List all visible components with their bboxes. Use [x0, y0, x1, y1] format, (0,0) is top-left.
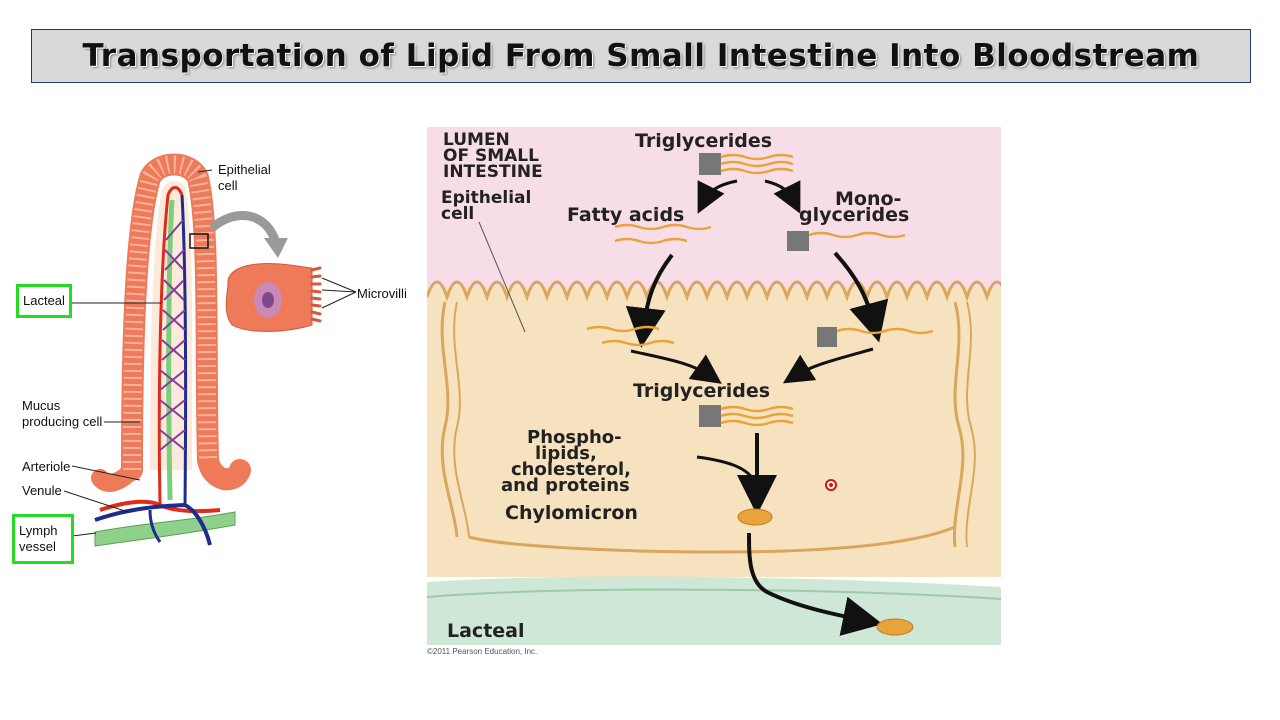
- label-mucus: Mucus producing cell: [22, 398, 103, 429]
- label-venule: Venule: [22, 483, 62, 498]
- label-mono-1: Mono-: [835, 188, 901, 210]
- label-lacteal-diagram: Lacteal: [447, 620, 525, 642]
- label-mono-2: glycerides: [799, 204, 909, 226]
- triglyceride-mid: [699, 405, 794, 427]
- label-lumen-2: OF SMALL: [443, 146, 539, 166]
- label-phospho-4: and proteins: [501, 475, 630, 496]
- villus-illustration: [63, 153, 357, 547]
- label-lacteal-left: Lacteal: [16, 284, 72, 318]
- venule-shape: [180, 194, 188, 506]
- lacteal-core: [166, 199, 175, 501]
- label-phospho-1: Phospho-: [527, 427, 622, 448]
- cell-region: [427, 287, 1001, 577]
- arteriole-shape: [157, 186, 184, 506]
- title-bar: Transportation of Lipid From Small Intes…: [31, 29, 1251, 83]
- label-lymph-vessel: Lymph vessel: [12, 514, 74, 564]
- label-phospho-2: lipids,: [535, 443, 597, 464]
- label-chylomicron: Chylomicron: [505, 502, 638, 524]
- label-epithelial-1: Epithelial: [441, 188, 531, 208]
- copyright-text: ©2011 Pearson Education, Inc.: [427, 647, 538, 656]
- label-fatty-acids: Fatty acids: [567, 204, 684, 226]
- label-arteriole: Arteriole: [22, 459, 71, 474]
- microvilli-border: [427, 280, 1001, 302]
- label-microvilli: Microvilli: [357, 286, 407, 301]
- label-triglycerides-mid: Triglycerides: [633, 380, 770, 402]
- label-epithelial-2: cell: [441, 204, 474, 224]
- lymph-vessel-shape: [94, 511, 236, 547]
- chylomicron-lacteal: [876, 618, 914, 636]
- page-title: Transportation of Lipid From Small Intes…: [82, 38, 1200, 74]
- chylomicron-glyph: [737, 508, 773, 526]
- label-epithelial-cell: Epithelial cell: [218, 162, 271, 193]
- label-triglycerides-top: Triglycerides: [635, 130, 772, 152]
- label-lumen-3: INTESTINE: [443, 162, 543, 182]
- lipid-absorption-diagram: LUMEN OF SMALL INTESTINE Triglycerides E…: [427, 127, 1001, 645]
- zoom-box: [189, 233, 209, 249]
- label-phospho-3: cholesterol,: [511, 459, 631, 480]
- label-lumen-1: LUMEN: [443, 130, 510, 150]
- zoom-arrow: [209, 211, 280, 242]
- triglyceride-top: [699, 153, 794, 175]
